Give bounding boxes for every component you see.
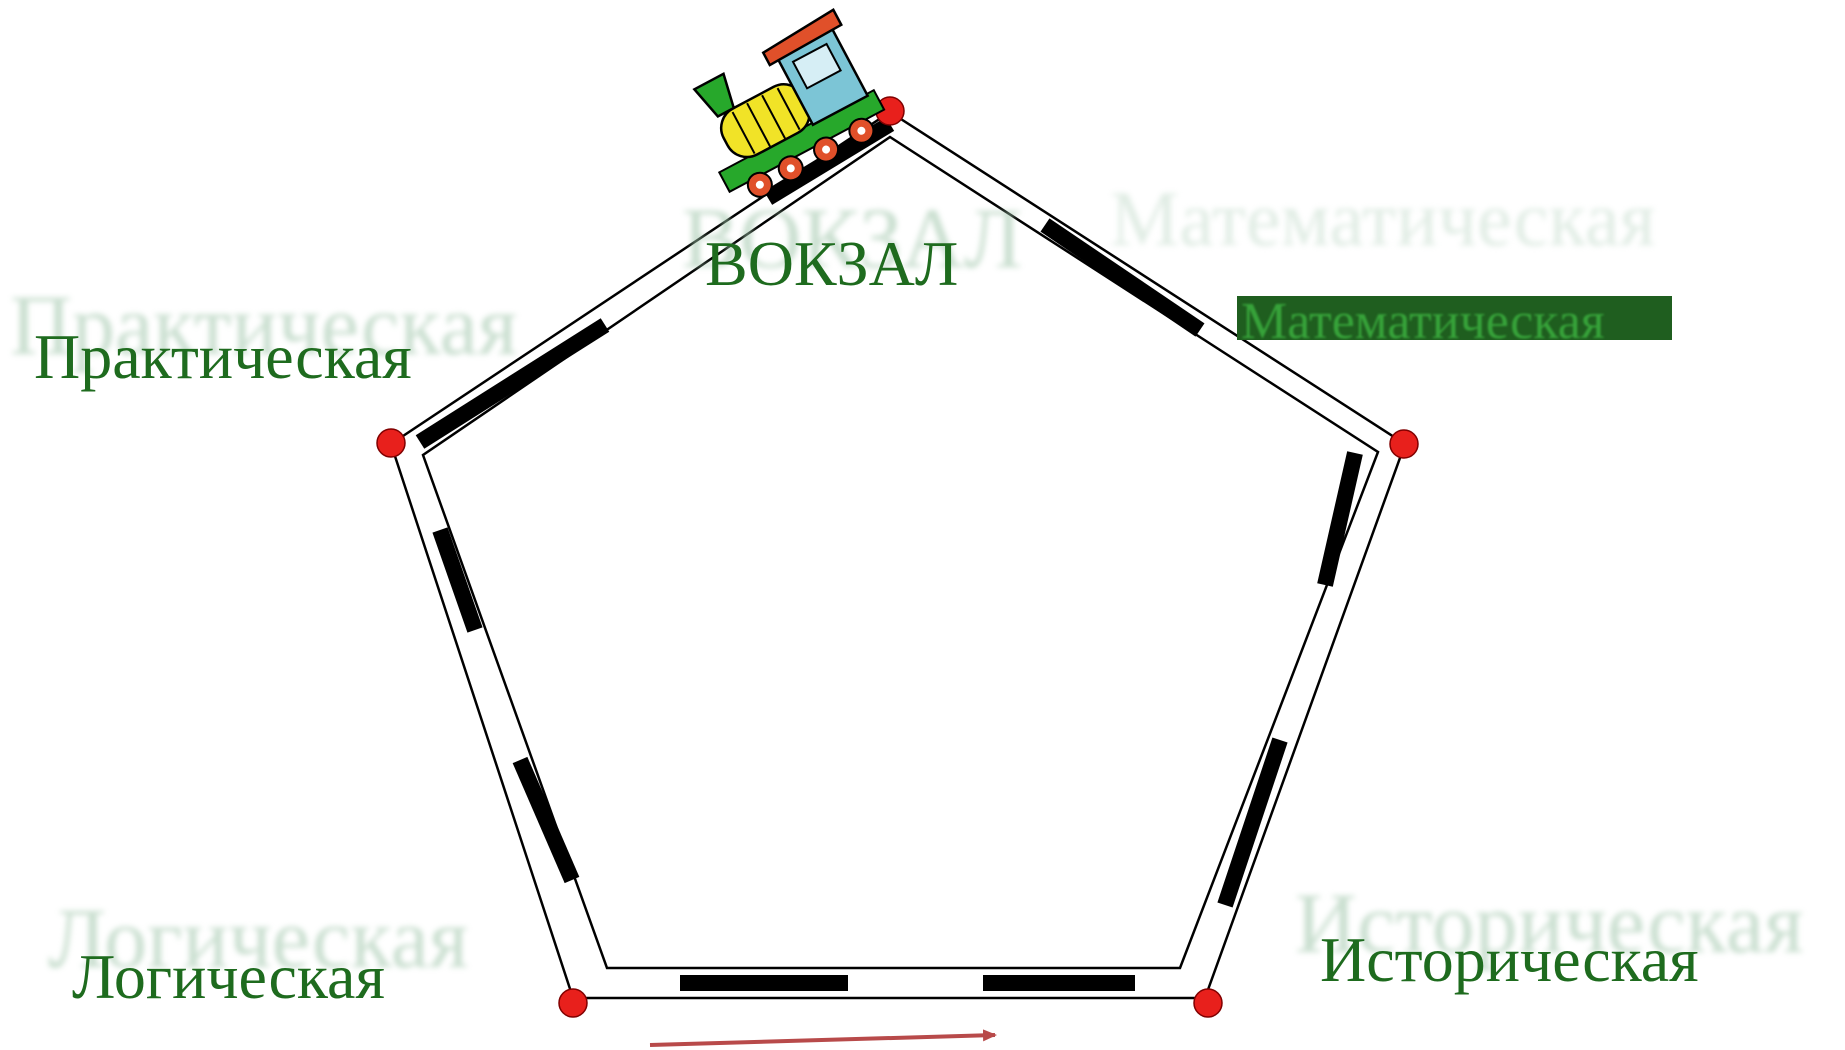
historical-label-ghost: Историческая <box>1295 875 1804 971</box>
track-inner-rail <box>421 135 1380 970</box>
math-label-ghost: Математическая <box>1110 175 1656 262</box>
vertex-dot-left <box>376 428 406 458</box>
vertex-dot-right <box>1389 429 1419 459</box>
math-label: Математическая <box>1241 296 1605 340</box>
math-label-badge: Математическая <box>1237 296 1672 340</box>
vertex-dot-bottom-left <box>558 988 588 1018</box>
track-outer-rail <box>389 110 1407 1000</box>
station-label-ghost: ВОКЗАЛ <box>682 190 1023 286</box>
historical-label: Историческая <box>1320 924 1699 995</box>
logical-label-ghost: Логическая <box>48 890 469 986</box>
station-label: ВОКЗАЛ <box>705 228 959 299</box>
practical-label-ghost: Практическая <box>10 277 518 373</box>
logical-label: Логическая <box>72 941 385 1012</box>
practical-label: Практическая <box>34 321 412 392</box>
vertex-dots <box>376 96 1419 1018</box>
train-icon <box>692 8 886 198</box>
direction-arrow-icon <box>649 1029 997 1047</box>
vertex-dot-bottom-right <box>1193 988 1223 1018</box>
